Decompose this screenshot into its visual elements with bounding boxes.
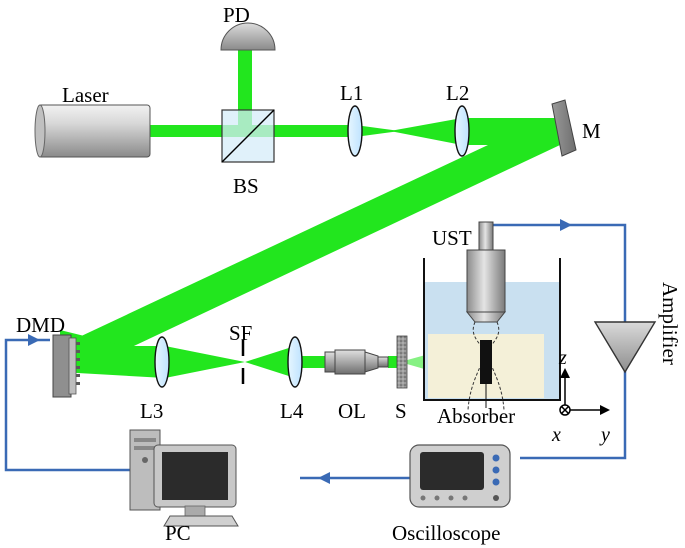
ultrasound-transducer: [465, 221, 507, 411]
label-oscilloscope: Oscilloscope: [392, 521, 500, 545]
label-pd: PD: [223, 3, 250, 27]
sample: [396, 335, 408, 389]
laser-source: [34, 104, 151, 158]
label-l3: L3: [140, 399, 163, 423]
label-l2: L2: [446, 81, 469, 105]
label-laser: Laser: [62, 83, 109, 107]
beam-splitter: [221, 109, 275, 163]
pc: [129, 429, 239, 527]
axes-indicator: [559, 368, 610, 416]
lens-l3: [154, 336, 170, 388]
lens-l2: [454, 105, 470, 157]
dmd: [52, 334, 80, 398]
axis-label-y: y: [599, 424, 610, 446]
label-amplifier: Amplifier: [658, 282, 682, 365]
axis-label-z: z: [558, 347, 567, 369]
arrow-to-dmd: [28, 334, 40, 346]
photodiode: [220, 22, 276, 51]
label-ust: UST: [432, 226, 472, 250]
oscilloscope: [409, 444, 511, 508]
amplifier: [593, 321, 657, 374]
objective-lens: [324, 349, 389, 375]
label-sf: SF: [229, 321, 252, 345]
signal-arrowheads: [28, 219, 572, 484]
label-dmd: DMD: [16, 313, 65, 337]
label-ol: OL: [338, 399, 366, 423]
arrow-to-pc: [318, 472, 330, 484]
absorber: [480, 340, 492, 408]
label-pc: PC: [165, 521, 191, 545]
lens-l4: [287, 336, 303, 388]
axis-label-x: x: [551, 424, 561, 446]
label-s: S: [395, 399, 407, 423]
label-m: M: [582, 119, 601, 143]
mirror: [551, 99, 577, 157]
label-l4: L4: [280, 399, 304, 423]
arrow-to-amplifier: [560, 219, 572, 231]
label-bs: BS: [233, 174, 259, 198]
label-l1: L1: [340, 81, 363, 105]
lens-l1: [347, 105, 363, 157]
label-absorber: Absorber: [437, 404, 515, 428]
